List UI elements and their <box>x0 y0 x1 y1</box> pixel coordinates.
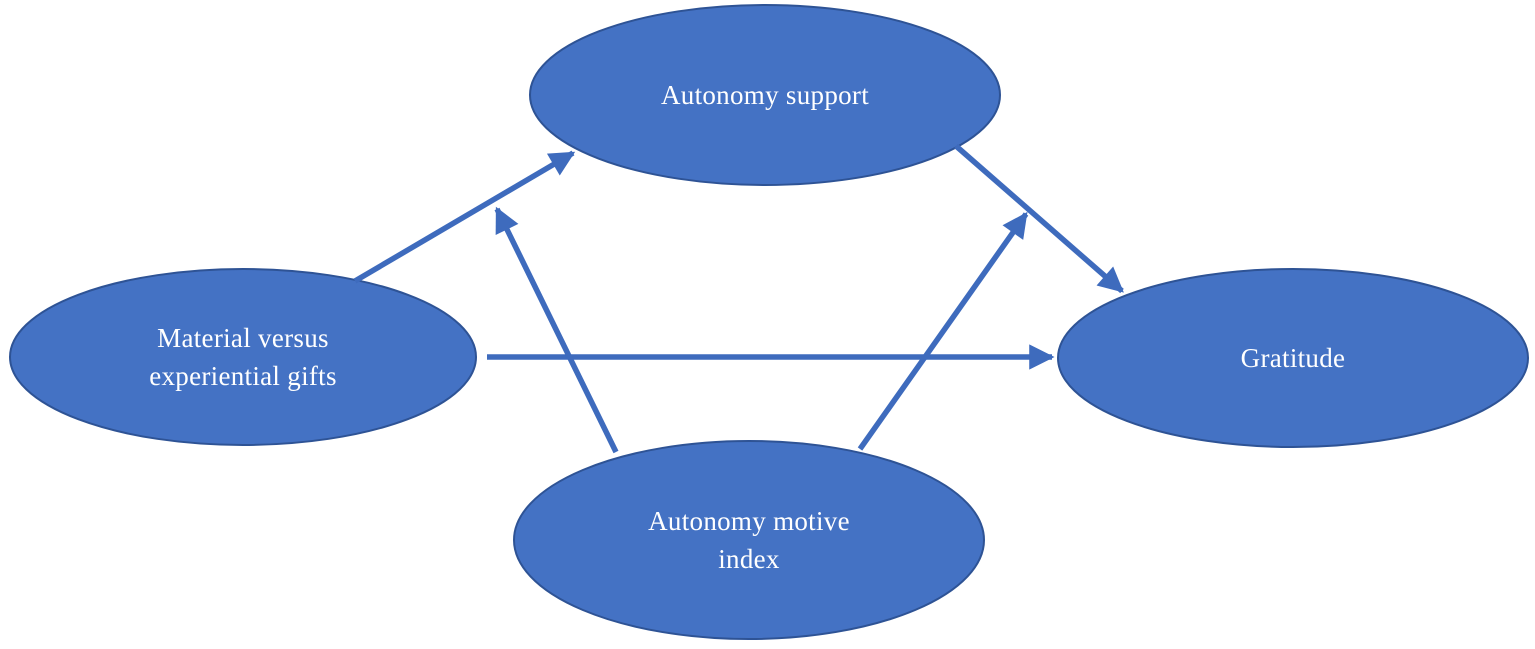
material-to-autonomy-support-arrow <box>353 150 576 284</box>
autonomy-support-ellipse <box>529 4 1001 186</box>
motive-index-to-b-path-arrow <box>857 211 1029 451</box>
arrows-layer <box>353 143 1124 454</box>
gratitude-ellipse <box>1057 268 1529 448</box>
motive-index-to-a-path-arrow <box>494 206 619 454</box>
autonomy-support-to-gratitude-arrow <box>954 143 1124 294</box>
nodes-layer <box>9 4 1529 640</box>
material-vs-experiential-gifts-ellipse <box>9 268 477 446</box>
autonomy-motive-index-ellipse <box>513 440 985 640</box>
